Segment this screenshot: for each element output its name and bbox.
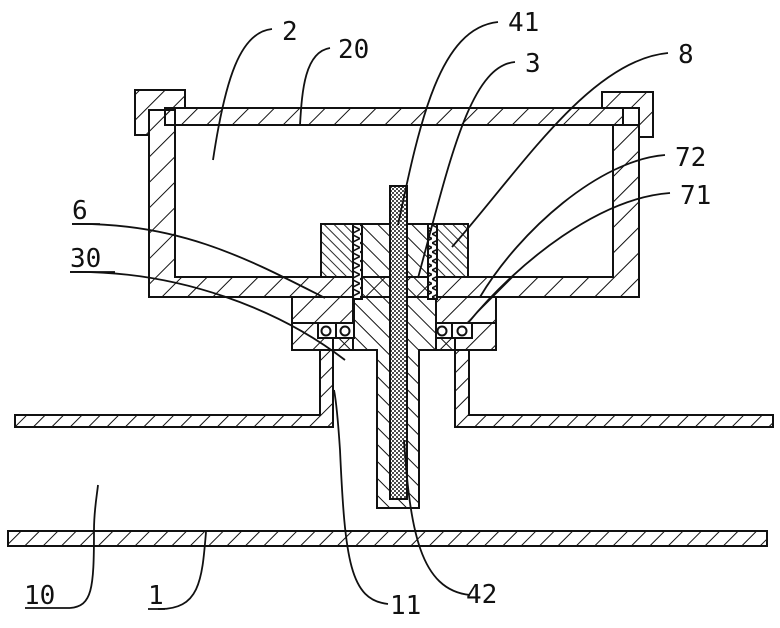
right-oring-2	[456, 325, 468, 337]
label-10: 10	[24, 581, 55, 611]
nut-left	[320, 223, 355, 278]
leader-20	[299, 47, 331, 126]
label-3: 3	[525, 49, 541, 79]
leader-2	[212, 28, 273, 161]
nut-right	[435, 223, 469, 278]
leader-71	[467, 192, 671, 324]
leader-41	[397, 21, 499, 226]
label-8: 8	[678, 40, 694, 70]
label-72: 72	[675, 143, 706, 173]
pipe-lower-wall	[7, 530, 768, 547]
core	[389, 185, 408, 500]
label-71: 71	[680, 181, 711, 211]
lid-cap-right	[601, 91, 654, 138]
leader-3	[417, 61, 516, 279]
leader-30	[69, 271, 346, 361]
right-oring-1	[436, 325, 448, 337]
leader-lines	[69, 21, 671, 610]
leader-10	[69, 484, 99, 609]
label-1: 1	[148, 581, 164, 611]
box-lid	[164, 107, 624, 126]
label-20: 20	[338, 35, 369, 65]
leader-8	[451, 52, 669, 248]
leader-11	[333, 389, 389, 605]
label-2: 2	[282, 17, 298, 47]
lid-cap-left	[134, 89, 186, 136]
label-6: 6	[72, 196, 88, 226]
left-oring-1	[320, 325, 332, 337]
label-42: 42	[466, 580, 497, 610]
leader-42	[403, 439, 471, 596]
pipe-upper-wall-right	[454, 349, 774, 428]
leader-1	[157, 531, 207, 610]
left-oring-2	[339, 325, 351, 337]
label-30: 30	[70, 244, 101, 274]
label-41: 41	[508, 8, 539, 38]
label-11: 11	[390, 591, 421, 621]
thread-left	[352, 223, 363, 300]
pipe-upper-wall-left	[14, 349, 334, 428]
leader-72	[479, 154, 666, 298]
leader-6	[71, 223, 326, 299]
